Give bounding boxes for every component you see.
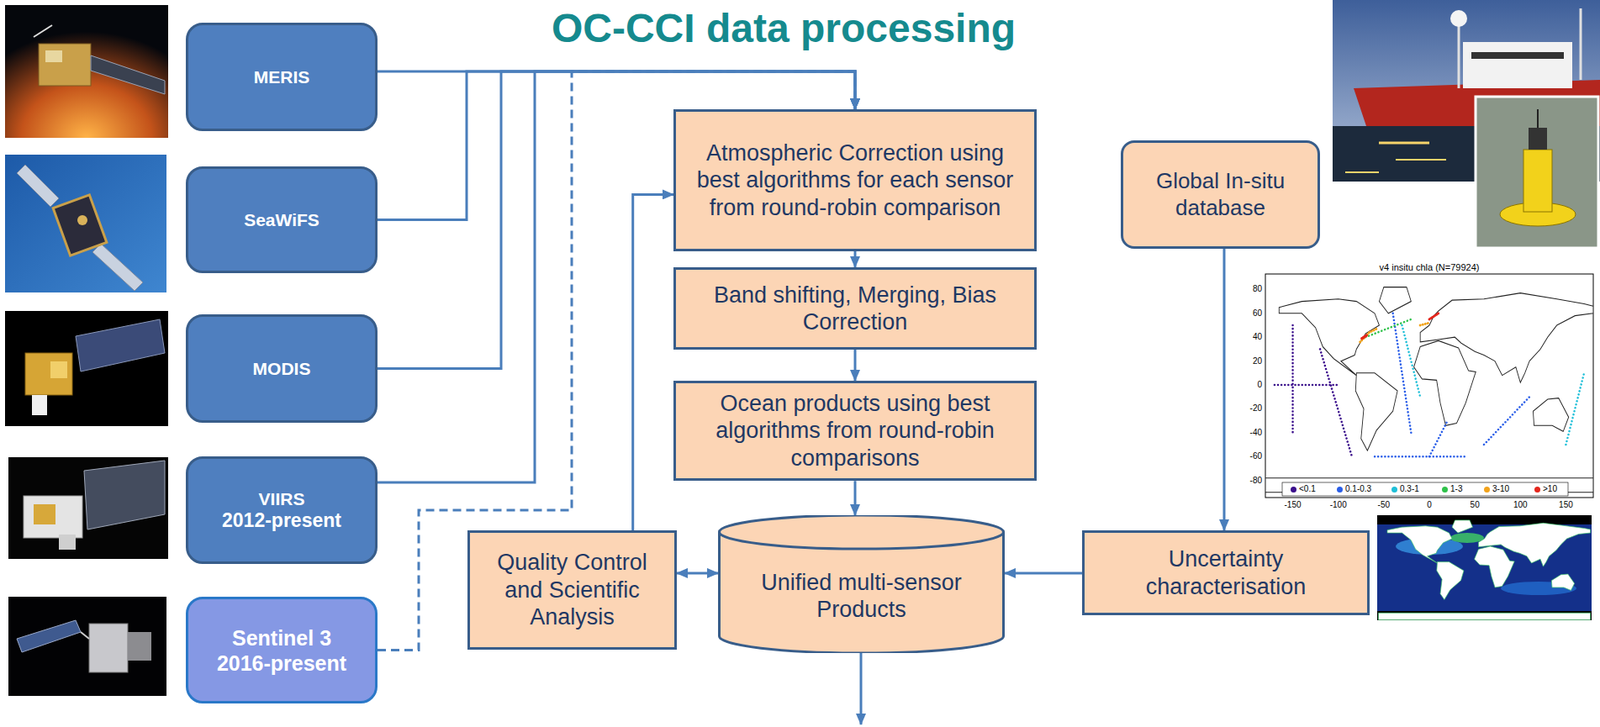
axis-tick: 50 bbox=[1470, 500, 1480, 511]
axis-tick: 150 bbox=[1558, 500, 1574, 511]
legend-swatch bbox=[1336, 486, 1343, 493]
legend-text: >10 bbox=[1542, 484, 1558, 495]
sensor-box: MODIS bbox=[185, 314, 378, 423]
legend-item: 0.1-0.3 bbox=[1336, 484, 1372, 495]
satellite-photo bbox=[5, 154, 167, 293]
connector bbox=[633, 194, 674, 531]
legend-text: 0.1-0.3 bbox=[1345, 484, 1372, 495]
diagram-title: OC-CCI data processing bbox=[363, 5, 1204, 53]
legend-text: 3-10 bbox=[1492, 484, 1510, 495]
cylinder-body bbox=[719, 515, 1004, 654]
node-text: Band shifting, Merging, Bias Correction bbox=[686, 281, 1025, 337]
legend-swatch bbox=[1534, 486, 1541, 493]
node-text: MERIS bbox=[253, 66, 311, 88]
cylinder-rim bbox=[719, 532, 1004, 550]
node-text: Unified multi-sensor Products bbox=[729, 569, 993, 624]
axis-tick: -20 bbox=[1250, 403, 1263, 414]
axis-tick: -60 bbox=[1250, 451, 1263, 462]
buoy-photo bbox=[1475, 96, 1599, 249]
node-text: Atmospheric Correction using best algori… bbox=[686, 139, 1025, 222]
connector bbox=[1223, 248, 1226, 531]
process-box: Band shifting, Merging, Bias Correction bbox=[673, 267, 1037, 350]
node-text: VIIRS bbox=[258, 488, 306, 510]
axis-tick: -40 bbox=[1250, 427, 1263, 439]
sensor-box: VIIRS2012-present bbox=[185, 456, 378, 565]
legend-item: 3-10 bbox=[1483, 484, 1510, 495]
legend-text: 0.3-1 bbox=[1399, 484, 1420, 495]
connector bbox=[1004, 571, 1083, 575]
connector bbox=[676, 571, 719, 575]
satellite-photo bbox=[5, 311, 169, 427]
axis-tick: 40 bbox=[1252, 332, 1263, 343]
satellite-photo bbox=[5, 5, 169, 138]
axis-tick: -100 bbox=[1330, 500, 1347, 511]
axis-tick: -50 bbox=[1378, 500, 1390, 511]
axis-tick: 60 bbox=[1252, 308, 1263, 319]
legend-item: >10 bbox=[1534, 484, 1558, 495]
node-text: Uncertainty characterisation bbox=[1094, 545, 1358, 601]
node-text: 2016-present bbox=[216, 650, 347, 676]
legend-swatch bbox=[1391, 486, 1398, 493]
database-box: Global In-situ database bbox=[1120, 140, 1321, 249]
node-text: Quality Control and Scientific Analysis bbox=[480, 549, 665, 631]
insitu-map-plot bbox=[1265, 274, 1594, 498]
legend-text: 1-3 bbox=[1450, 484, 1463, 495]
plot-title: v4 insitu chla (N=79924) bbox=[1379, 262, 1480, 273]
axis-tick: 100 bbox=[1513, 500, 1528, 511]
database-cylinder: Unified multi-sensor Products bbox=[718, 515, 1005, 654]
legend-text: <0.1 bbox=[1299, 484, 1316, 495]
legend-swatch bbox=[1441, 486, 1448, 493]
chlorophyll-map bbox=[1377, 515, 1592, 621]
legend-item: 0.3-1 bbox=[1391, 484, 1420, 495]
axis-tick: -150 bbox=[1284, 500, 1302, 511]
process-box: Quality Control and Scientific Analysis bbox=[467, 530, 677, 650]
axis-tick: -80 bbox=[1250, 475, 1263, 486]
node-text: Ocean products using best algorithms fro… bbox=[686, 390, 1025, 472]
connector bbox=[854, 480, 857, 516]
node-text: Sentinel 3 bbox=[232, 625, 332, 651]
node-text: 2012-present bbox=[221, 509, 342, 534]
axis-tick: 0 bbox=[1256, 380, 1263, 391]
node-text: Global In-situ database bbox=[1133, 168, 1308, 221]
axis-tick: 20 bbox=[1252, 356, 1263, 367]
legend-item: 1-3 bbox=[1441, 484, 1463, 495]
sensor-box: MERIS bbox=[185, 22, 378, 132]
process-box: Ocean products using best algorithms fro… bbox=[673, 380, 1037, 481]
output-arrow bbox=[860, 653, 863, 725]
process-box: Atmospheric Correction using best algori… bbox=[673, 109, 1037, 252]
connector bbox=[377, 71, 856, 110]
connector bbox=[854, 251, 857, 268]
sensor-box: SeaWiFS bbox=[185, 166, 378, 274]
process-box: Uncertainty characterisation bbox=[1082, 530, 1370, 616]
legend-swatch bbox=[1483, 486, 1490, 493]
satellite-photo bbox=[8, 457, 169, 560]
axis-tick: 80 bbox=[1252, 284, 1263, 295]
axis-tick: 0 bbox=[1426, 500, 1432, 511]
satellite-photo bbox=[8, 596, 167, 697]
node-text: MODIS bbox=[253, 358, 312, 380]
sensor-box: Sentinel 32016-present bbox=[185, 596, 378, 704]
connector bbox=[854, 349, 857, 381]
node-text: SeaWiFS bbox=[243, 209, 320, 231]
legend-item: <0.1 bbox=[1290, 484, 1316, 495]
legend-swatch bbox=[1290, 486, 1297, 493]
